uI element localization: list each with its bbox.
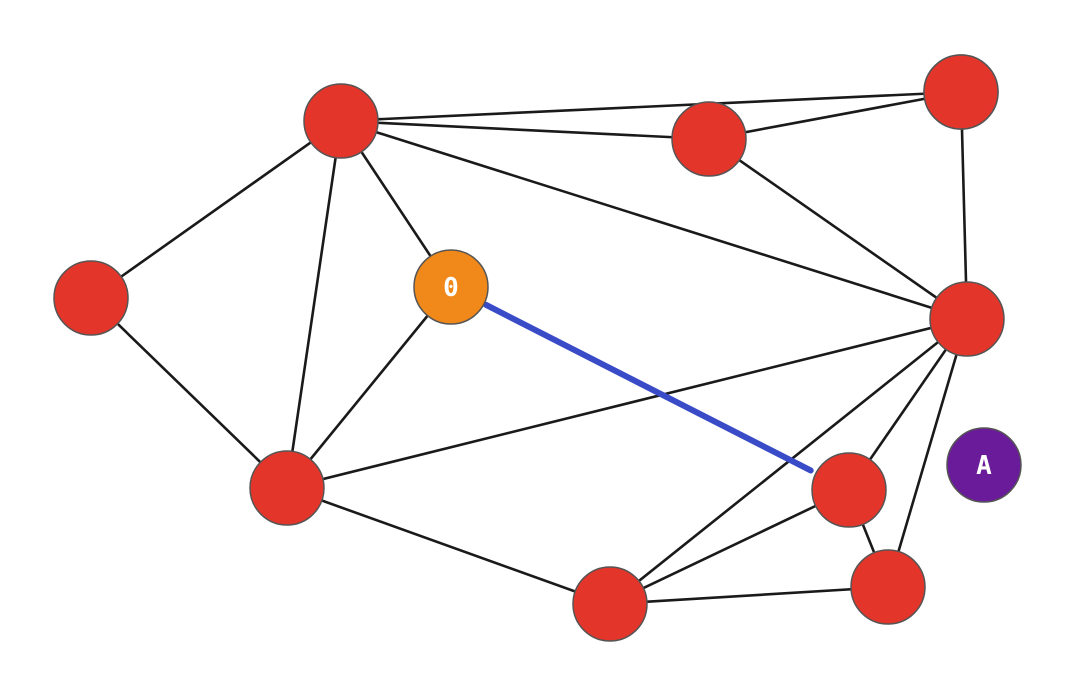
node-circle xyxy=(53,260,129,336)
highlighted-edge-n5-n10 xyxy=(482,301,814,474)
edge-n6-n3 xyxy=(89,296,289,490)
edge-n2-n7 xyxy=(707,137,969,321)
graph-node[interactable] xyxy=(923,54,999,130)
edge-n1-n2 xyxy=(339,119,711,141)
edge-n7-n11 xyxy=(886,317,969,589)
start-node[interactable]: 0 xyxy=(413,249,489,325)
node-label: 0 xyxy=(443,273,459,303)
edge-n2-n8 xyxy=(707,90,963,141)
graph-node[interactable] xyxy=(850,549,926,625)
edge-n1-n3 xyxy=(89,119,343,300)
edge-n1-n4 xyxy=(339,90,963,123)
edge-n6-n7 xyxy=(285,317,969,490)
graph-node[interactable] xyxy=(811,452,887,528)
edge-n1-n6 xyxy=(285,119,343,490)
edge-n9-n11 xyxy=(608,585,890,606)
edge-n1-n7 xyxy=(339,119,969,321)
node-circle xyxy=(946,427,1022,503)
highlight-layer xyxy=(482,301,814,474)
edge-n6-n5 xyxy=(285,285,453,490)
node-circle xyxy=(923,54,999,130)
node-circle xyxy=(929,281,1005,357)
graph-node[interactable] xyxy=(671,101,747,177)
agent-node[interactable]: A xyxy=(946,427,1022,503)
nodes-layer: 0A xyxy=(53,54,1022,642)
node-circle xyxy=(249,450,325,526)
node-circle xyxy=(572,566,648,642)
graph-node[interactable] xyxy=(249,450,325,526)
edge-n6-n9 xyxy=(285,486,612,606)
node-circle xyxy=(413,249,489,325)
graph-node[interactable] xyxy=(303,83,379,159)
node-circle xyxy=(850,549,926,625)
graph-node[interactable] xyxy=(53,260,129,336)
node-circle xyxy=(671,101,747,177)
node-label: A xyxy=(976,451,992,481)
node-circle xyxy=(303,83,379,159)
graph-node[interactable] xyxy=(572,566,648,642)
edges-layer xyxy=(89,90,969,606)
graph-node[interactable] xyxy=(929,281,1005,357)
node-circle xyxy=(811,452,887,528)
edge-n9-n10 xyxy=(608,488,851,606)
edge-n8-n7 xyxy=(959,90,969,321)
